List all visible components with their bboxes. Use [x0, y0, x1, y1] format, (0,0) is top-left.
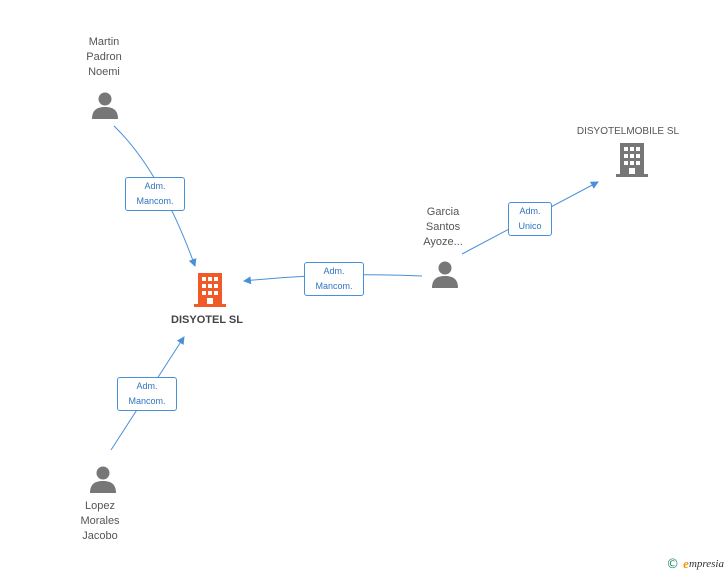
node-label-disyotel[interactable]: DISYOTEL SL — [171, 314, 243, 326]
empresia-watermark: © e mpresia — [666, 556, 724, 572]
node-label-garcia[interactable]: Garcia Santos Ayoze... — [423, 206, 463, 248]
edge-label-garcia-disyotel[interactable]: Adm. Mancom. — [304, 262, 364, 296]
brand-initial: e — [683, 556, 689, 571]
building-icon[interactable] — [194, 273, 226, 307]
node-label-disyotelmobile[interactable]: DISYOTELMOBILE SL — [576, 126, 680, 137]
brand-name: mpresia — [688, 558, 724, 570]
node-label-lopez[interactable]: Lopez Morales Jacobo — [80, 500, 120, 542]
person-icon[interactable] — [88, 464, 118, 494]
edge-label-garcia-disyotelmobile[interactable]: Adm. Unico — [508, 202, 552, 236]
building-icon[interactable] — [616, 143, 648, 177]
person-icon[interactable] — [90, 90, 120, 120]
copyright-icon: © — [666, 556, 680, 572]
node-label-martin[interactable]: Martin Padron Noemi — [86, 36, 122, 78]
person-icon[interactable] — [430, 259, 460, 289]
edge-label-martin-disyotel[interactable]: Adm. Mancom. — [125, 177, 185, 211]
edge-label-lopez-disyotel[interactable]: Adm. Mancom. — [117, 377, 177, 411]
